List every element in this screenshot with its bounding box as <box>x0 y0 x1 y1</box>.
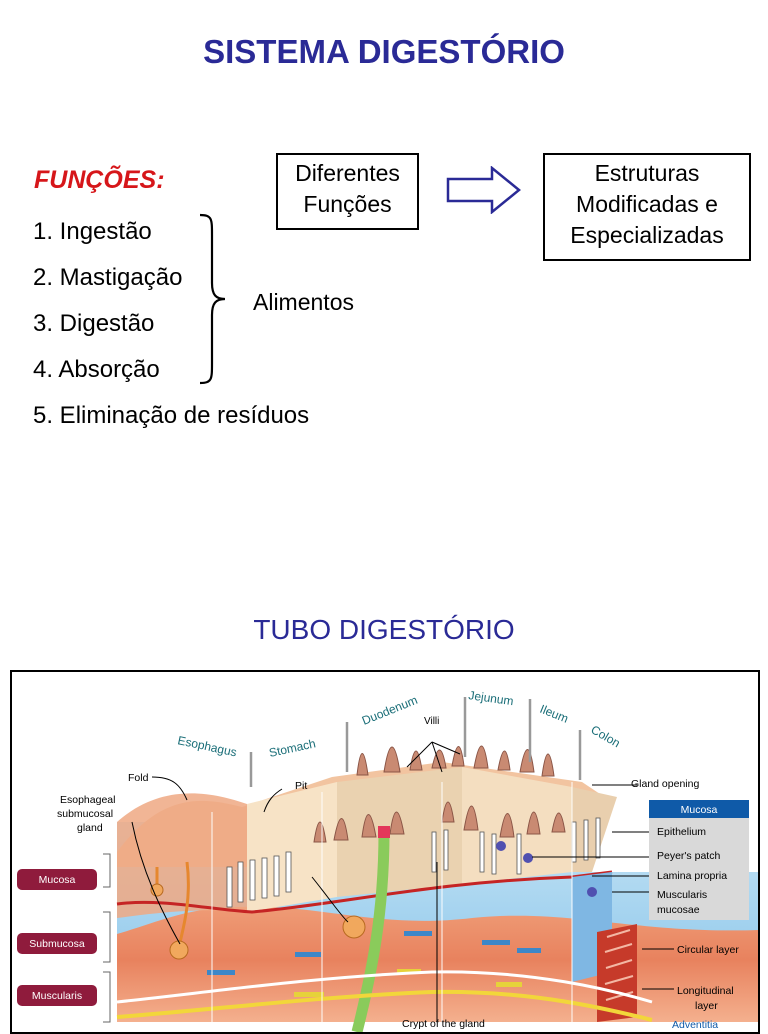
callout-pit: Pit <box>295 780 307 792</box>
section-subtitle: TUBO DIGESTÓRIO <box>253 614 515 645</box>
diagram-illustration: Esophagus Stomach Duodenum Jejunum Ileum… <box>17 688 758 1032</box>
layer-mucosa: Mucosa <box>39 874 76 886</box>
panel-item-muscularis: Muscularis <box>657 889 707 901</box>
panel-item-lamina-propria: Lamina propria <box>657 870 727 882</box>
right-arrow-icon <box>446 166 521 214</box>
box-line: Modificadas e <box>576 191 718 217</box>
box-line: Diferentes <box>295 160 400 186</box>
mucosa-panel-header: Mucosa <box>681 804 718 816</box>
group-label: Alimentos <box>253 289 354 315</box>
layer-muscularis: Muscularis <box>32 990 82 1002</box>
callout-gland-opening: Gland opening <box>631 778 699 790</box>
layer-submucosa: Submucosa <box>29 938 85 950</box>
label-circular-layer: Circular layer <box>677 944 739 956</box>
region-stomach: Stomach <box>268 736 317 760</box>
box-line: Estruturas <box>594 160 700 186</box>
region-duodenum: Duodenum <box>360 693 420 728</box>
panel-item-peyers-patch: Peyer's patch <box>657 850 720 862</box>
box-line: Especializadas <box>570 222 724 248</box>
list-item: 4. Absorção <box>33 356 160 383</box>
page-title: SISTEMA DIGESTÓRIO <box>203 33 565 70</box>
list-item: 5. Eliminação de resíduos <box>33 402 310 429</box>
functions-heading: FUNÇÕES: <box>34 166 165 194</box>
list-item: 3. Digestão <box>33 310 155 337</box>
esophageal-gland-label: gland <box>77 822 103 834</box>
region-esophagus: Esophagus <box>176 733 238 759</box>
callout-fold: Fold <box>128 772 149 784</box>
region-ileum: Ileum <box>538 702 570 726</box>
esophageal-gland-label: submucosal <box>57 808 113 820</box>
region-jejunum: Jejunum <box>468 688 515 708</box>
box-line: Funções <box>303 191 392 217</box>
functions-list: 1. Ingestão 2. Mastigação 3. Digestão 4.… <box>33 209 309 439</box>
esophageal-gland-label: Esophageal <box>60 794 115 806</box>
panel-item-mucosae: mucosae <box>657 904 700 916</box>
label-longitudinal: Longitudinal <box>677 985 734 997</box>
crypt-label: Crypt of the gland <box>402 1018 485 1030</box>
list-item: 2. Mastigação <box>33 264 183 291</box>
different-functions-box: Diferentes Funções <box>276 153 419 230</box>
curly-brace-icon <box>199 213 226 385</box>
list-item: 1. Ingestão <box>33 218 152 245</box>
digestive-tube-diagram: Esophagus Stomach Duodenum Jejunum Ileum… <box>10 670 760 1034</box>
region-colon: Colon <box>589 722 623 750</box>
callout-villi: Villi <box>424 716 439 727</box>
label-layer: layer <box>695 1000 718 1012</box>
label-adventitia: Adventitia <box>672 1019 718 1031</box>
specialized-structures-box: Estruturas Modificadas e Especializadas <box>543 153 751 261</box>
panel-item-epithelium: Epithelium <box>657 826 706 838</box>
layer-badges: Mucosa Submucosa Muscularis <box>17 869 97 1006</box>
mucosa-panel: Mucosa Epithelium Peyer's patch Lamina p… <box>649 800 749 920</box>
